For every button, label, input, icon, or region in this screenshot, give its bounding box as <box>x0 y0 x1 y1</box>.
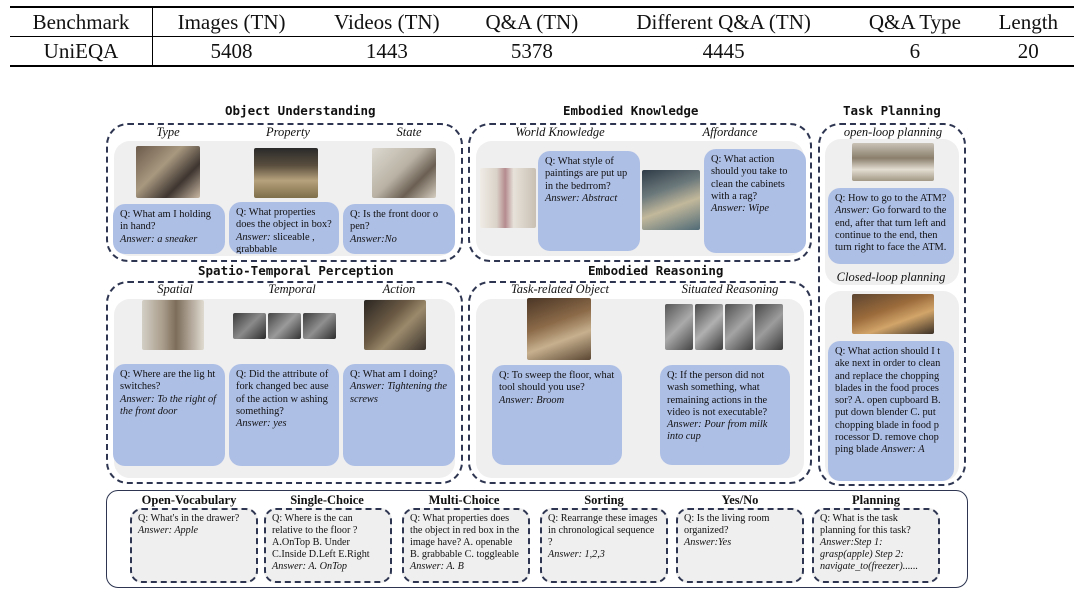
qa-bubble-state: Q: Is the front door o pen?Answer:No <box>343 204 455 254</box>
qa-bubble-open-loop: Q: How to go to the ATM?Answer: Go forwa… <box>828 188 954 264</box>
benchmark-table: Benchmark Images (TN) Videos (TN) Q&A (T… <box>10 6 1074 67</box>
sub-label-state: State <box>396 125 422 139</box>
sub-label-situated-reasoning: Situated Reasoning <box>681 282 779 296</box>
qa-bubble-temporal: Q: Did the attribute of fork changed bec… <box>229 364 339 466</box>
qa-type-title-sorting: Sorting <box>584 493 624 507</box>
image-bedroom-paintings <box>480 168 536 228</box>
qa-bubble-task-related-object: Q: To sweep the floor, what tool should … <box>492 365 622 465</box>
table-cell-benchmark: UniEQA <box>10 36 154 67</box>
sub-label-world-knowledge: World Knowledge <box>515 125 605 139</box>
qa-type-title-planning: Planning <box>852 493 900 507</box>
sub-label-spatial: Spatial <box>157 282 193 296</box>
qa-bubble-spatial: Q: Where are the lig ht switches?Answer:… <box>113 364 225 466</box>
qa-types-frame <box>106 490 968 588</box>
qa-type-box-single-choice: Q: Where is the can relative to the floo… <box>264 508 392 583</box>
image-screw-action <box>364 300 426 350</box>
section-title-task-planning: Task Planning <box>843 103 941 118</box>
image-temporal-frame-3 <box>303 313 336 339</box>
section-title-object-understanding: Object Understanding <box>225 103 376 118</box>
qa-bubble-action: Q: What am I doing? Answer: Tightening t… <box>343 364 455 466</box>
table-header-length: Length <box>982 6 1074 37</box>
qa-bubble-property: Q: What properties does the object in bo… <box>229 202 339 254</box>
qa-type-title-single-choice: Single-Choice <box>290 493 364 507</box>
sub-label-closed-loop: Closed-loop planning <box>836 270 946 284</box>
image-front-door <box>372 148 436 198</box>
qa-type-title-open-vocabulary: Open-Vocabulary <box>141 493 237 507</box>
table-cell-qa-type: 6 <box>847 36 983 67</box>
image-light-switches <box>142 300 204 350</box>
table-cell-different-qa: 4445 <box>600 36 848 67</box>
qa-bubble-closed-loop: Q: What action should I t ake next in or… <box>828 341 954 481</box>
image-broom-room <box>527 298 591 360</box>
image-temporal-frame-1 <box>233 313 266 339</box>
image-cabinet-rag <box>642 170 700 230</box>
sub-label-property: Property <box>266 125 310 139</box>
table-header-images: Images (TN) <box>152 6 311 37</box>
image-kitchen-object <box>254 148 318 198</box>
table-cell-length: 20 <box>982 36 1074 67</box>
qa-type-box-planning: Q: What is the task planning for this ta… <box>812 508 940 583</box>
section-title-embodied-knowledge: Embodied Knowledge <box>563 103 699 118</box>
qa-type-box-yes-no: Q: Is the living room organized?Answer:Y… <box>676 508 804 583</box>
qa-type-box-sorting: Q: Rearrange these images in chronologic… <box>540 508 668 583</box>
sub-label-temporal: Temporal <box>268 282 316 296</box>
qa-type-title-multi-choice: Multi-Choice <box>428 493 500 507</box>
sub-label-type: Type <box>156 125 180 139</box>
qa-bubble-type: Q: What am I holding in hand?Answer: a s… <box>113 204 225 254</box>
image-situated-frame-2 <box>695 304 723 350</box>
table-header-different-qa: Different Q&A (TN) <box>600 6 848 37</box>
table-cell-qa: 5378 <box>463 36 601 67</box>
table-header-videos: Videos (TN) <box>310 6 464 37</box>
image-situated-frame-4 <box>755 304 783 350</box>
qa-bubble-affordance: Q: What action should you take to clean … <box>704 149 806 253</box>
qa-bubble-world-knowledge: Q: What style of paintings are put up in… <box>538 151 640 251</box>
table-header-benchmark: Benchmark <box>10 6 154 37</box>
sub-label-affordance: Affordance <box>702 125 758 139</box>
table-header-qa: Q&A (TN) <box>463 6 601 37</box>
sub-label-action: Action <box>382 282 416 296</box>
section-title-embodied-reasoning: Embodied Reasoning <box>588 263 724 278</box>
qa-bubble-situated-reasoning: Q: If the person did not wash something,… <box>660 365 790 465</box>
image-food-processor <box>852 294 934 334</box>
table-cell-videos: 1443 <box>310 36 464 67</box>
sub-label-open-loop: open-loop planning <box>843 125 943 139</box>
table-header-qa-type: Q&A Type <box>847 6 983 37</box>
image-situated-frame-3 <box>725 304 753 350</box>
sub-label-task-related-object: Task-related Object <box>510 282 610 296</box>
table-cell-images: 5408 <box>152 36 311 67</box>
image-hand-sneaker <box>136 146 200 198</box>
section-title-spatio-temporal: Spatio-Temporal Perception <box>198 263 394 278</box>
qa-type-box-open-vocabulary: Q: What's in the drawer?Answer: Apple <box>130 508 258 583</box>
qa-type-box-multi-choice: Q: What properties does the object in re… <box>402 508 530 583</box>
image-temporal-frame-2 <box>268 313 301 339</box>
image-situated-frame-1 <box>665 304 693 350</box>
qa-type-title-yes-no: Yes/No <box>721 493 759 507</box>
image-atm-route <box>852 143 934 181</box>
